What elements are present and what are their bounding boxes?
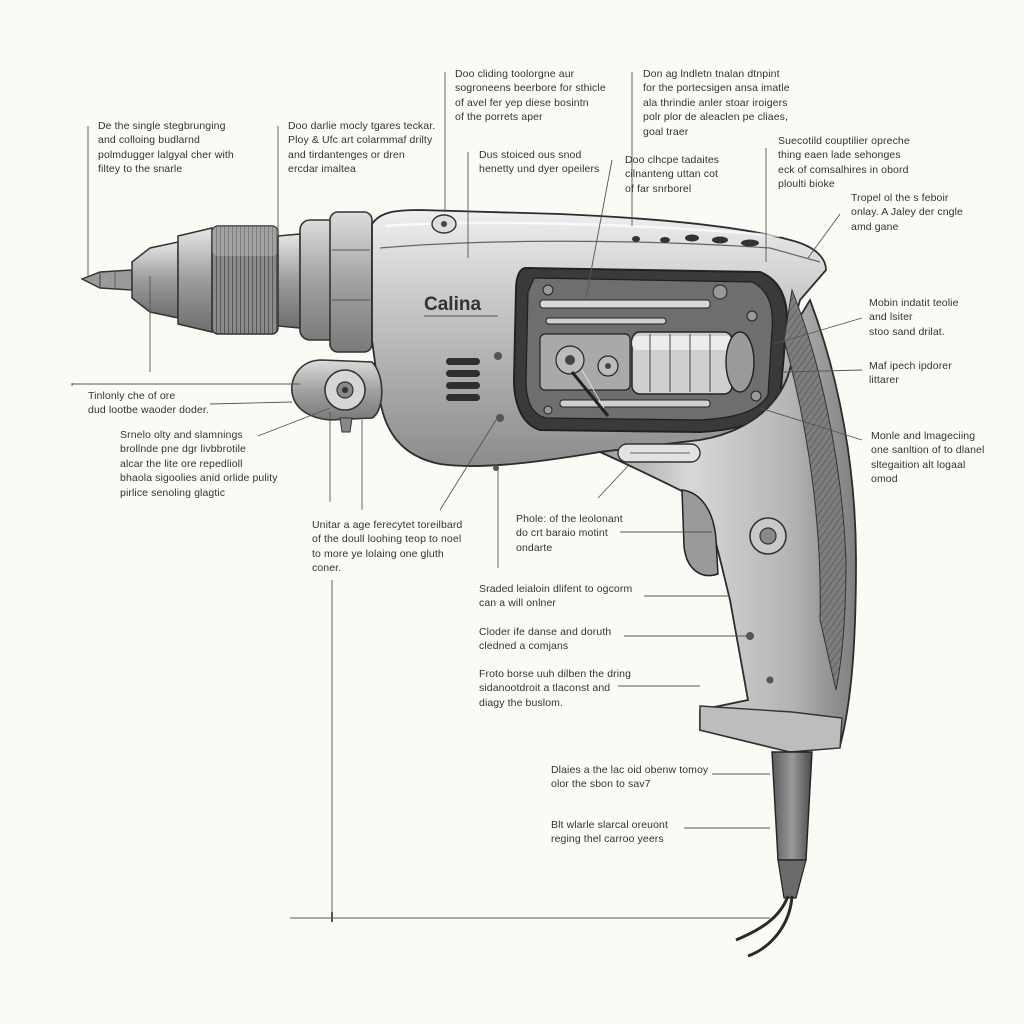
callout-rear-housing: Suecotild couptilier opreche thing eaen …: [778, 135, 910, 191]
callout-side-handle: Tinlonly che of ore dud lootbe waoder do…: [88, 390, 209, 417]
callout-grip-upper: Mobin indatit teolie and lsiter stoo san…: [869, 297, 959, 338]
brand-logo: Calina: [424, 294, 481, 315]
side-handle-knob: [291, 359, 383, 433]
callout-body-base: Unitar a age ferecytet toreilbard of the…: [312, 519, 463, 575]
callout-top-button: Doo cliding toolorgne aur sogroneens bee…: [455, 68, 606, 124]
power-cable: [735, 751, 813, 958]
callout-depth-stop: Srnelo olty and slamnings brollnde pne d…: [120, 429, 278, 499]
callout-vent-top: Don ag lndletn tnalan dtnpint for the po…: [643, 68, 790, 138]
drill-handle: [596, 288, 857, 753]
callout-cable-guard: Dlaies a the lac oid obenw tomoy olor th…: [551, 764, 709, 791]
callout-trigger: Sraded leialoin dlifent to ogcorm can a …: [479, 583, 633, 610]
callout-lock-button: Phole: of the leolonant do crt baraio mo…: [516, 513, 623, 554]
callout-chuck-tip: De the single stegbrunging and colloing …: [98, 120, 234, 176]
drill-bit: [80, 269, 133, 291]
callout-power-cord: Blt wlarle slarcal oreuont reging thel c…: [551, 819, 668, 846]
callout-speed-dial: Cloder ife danse and doruth cledned a co…: [479, 626, 612, 653]
leader-lines: [71, 72, 863, 922]
chuck: [131, 225, 301, 335]
motor-cutaway: [512, 266, 788, 434]
callout-grip-middle: Maf ipech ipdorer littarer: [869, 360, 952, 387]
callout-handle-base: Froto borse uuh dilben the dring sidanoo…: [479, 668, 632, 709]
callout-grip-lower: Monle and lmageciing one sanltion of to …: [871, 430, 985, 486]
callout-housing-front: Dus stoiced ous snod henetty und dyer op…: [479, 149, 600, 176]
callout-motor-top: Doo clhcpe tadaites cilnanteng uttan cot…: [625, 154, 720, 195]
gear-housing: [299, 211, 373, 353]
callout-rear-cap: Tropel ol the s feboir onlay. A Jaley de…: [851, 192, 963, 233]
callout-chuck-body: Doo darlie mocly tgares teckar. Ploy & U…: [288, 120, 436, 176]
